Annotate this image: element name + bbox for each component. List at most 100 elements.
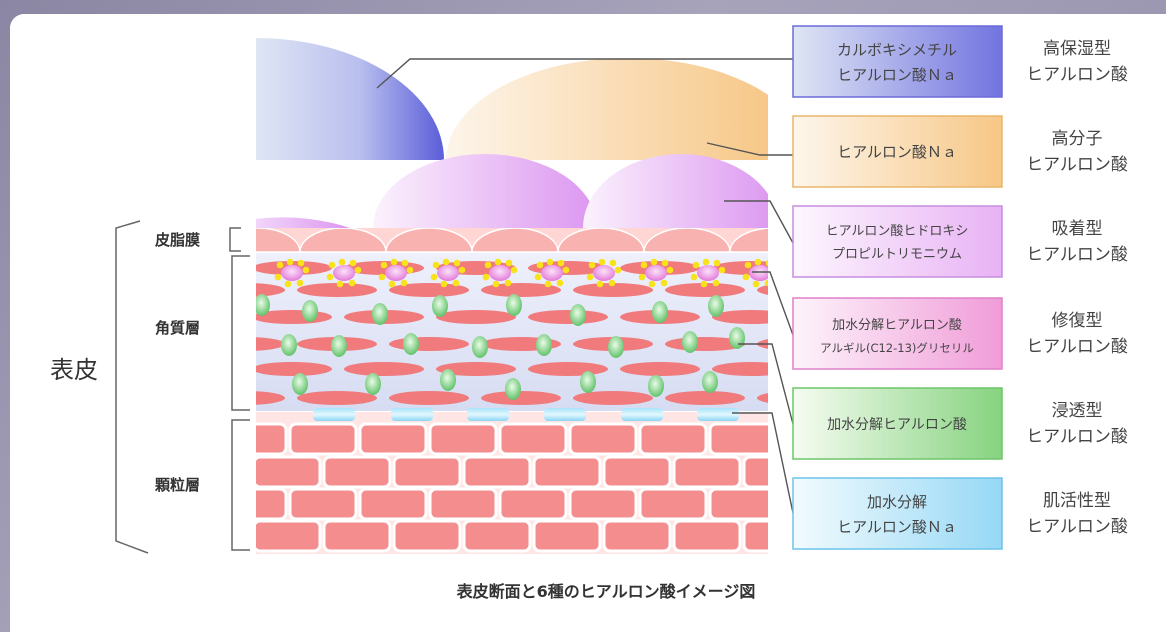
penetrating-ha-particle: [536, 334, 552, 356]
granular-cell: [708, 422, 768, 456]
lipid-bead: [432, 261, 440, 269]
lipid-bead: [458, 266, 466, 274]
ingredient-name-line: ヒアルロン酸Ｎａ: [837, 66, 957, 84]
penetrating-ha-particle: [440, 369, 456, 391]
lipid-bead: [494, 258, 502, 266]
sebum-bump: [557, 228, 645, 253]
lipid-bead: [378, 273, 386, 281]
stratum-bracket: [231, 255, 250, 411]
granular-layer-label: 顆粒層: [155, 476, 200, 494]
corneocyte: [256, 362, 332, 376]
diagram-caption: 表皮断面と6種のヒアルロン酸イメージ図: [456, 582, 756, 601]
penetrating-ha-particle: [506, 294, 522, 316]
corneocyte: [620, 362, 700, 376]
corneocyte: [436, 362, 516, 376]
penetrating-ha-particle: [729, 327, 745, 349]
ingredient-name-line: ヒアルロン酸Ｎａ: [837, 518, 957, 536]
granular-cell: [322, 455, 392, 489]
granular-cell: [602, 519, 672, 553]
corneocyte: [665, 283, 745, 297]
lipid-bead: [638, 273, 646, 281]
granular-cell: [428, 487, 498, 521]
granular-cell: [322, 519, 392, 553]
lipid-bead: [648, 280, 656, 288]
granular-cell: [742, 455, 768, 489]
repair-ha-particle: [489, 265, 511, 281]
type-label-line: 修復型: [1052, 311, 1103, 331]
lipid-bead: [586, 273, 594, 281]
lipid-bead: [380, 261, 388, 269]
lipid-bead: [608, 279, 616, 287]
lipid-bead: [742, 273, 750, 281]
granular-cell: [288, 422, 358, 456]
connector-line: [732, 412, 794, 514]
connector-line: [738, 343, 794, 425]
granular-cell: [256, 422, 288, 456]
lipid-bead: [640, 261, 648, 269]
penetrating-ha-particle: [702, 371, 718, 393]
lipid-bead: [400, 279, 408, 287]
repair-ha-particle: [593, 265, 615, 281]
ingredient-box: 加水分解 ヒアルロン酸Ｎａ: [792, 477, 1003, 550]
sebum-bump: [256, 228, 301, 253]
corneocyte: [665, 391, 745, 405]
granular-cell: [358, 422, 428, 456]
granular-cell: [256, 519, 322, 553]
granular-cell: [532, 519, 602, 553]
lipid-bead: [690, 273, 698, 281]
corneocyte: [160, 261, 240, 275]
lipid-bead: [354, 266, 362, 274]
sebum-bump: [643, 228, 731, 253]
granular-cell: [392, 455, 462, 489]
corneocyte: [256, 283, 285, 297]
layer-brackets: [115, 220, 250, 554]
ingredient-name-line: ヒアルロン酸Ｎａ: [837, 143, 957, 161]
penetrating-ha-particle: [281, 334, 297, 356]
sebum-label: 皮脂膜: [155, 231, 200, 249]
penetrating-ha-particle: [432, 295, 448, 317]
penetrating-ha-particle: [652, 301, 668, 323]
activating-ha-particle: [467, 408, 509, 421]
lipid-bead: [544, 280, 552, 288]
granular-cell: [708, 487, 768, 521]
lipid-bead: [338, 258, 346, 266]
sebum-bump: [385, 228, 473, 253]
ingredient-box: ヒアルロン酸ヒドロキシ プロピルトリモニウム: [792, 205, 1003, 278]
penetrating-ha-particle: [682, 331, 698, 353]
ingredient-box: 加水分解ヒアルロン酸 アルギル(C12-13)グリセリル: [792, 297, 1003, 370]
skin-layers: [160, 228, 768, 554]
penetrating-ha-particle: [331, 335, 347, 357]
penetrating-ha-particle: [648, 375, 664, 397]
repair-ha-particle: [333, 265, 355, 281]
adsorption-hyaluronate-shape: [256, 217, 350, 228]
penetrating-ha-particle: [580, 371, 596, 393]
sebum-bump: [471, 228, 559, 253]
lipid-bead: [744, 261, 752, 269]
connector-line: [706, 142, 793, 156]
activating-ha-particle: [391, 408, 433, 421]
lipid-bead: [484, 261, 492, 269]
lipid-bead: [764, 279, 768, 287]
connector-lines: [376, 58, 794, 514]
corneocyte: [757, 393, 768, 403]
ingredient-box: カルボキシメチル ヒアルロン酸Ｎａ: [792, 25, 1003, 98]
lipid-bead: [765, 259, 768, 267]
ingredient-name-line: 加水分解ヒアルロン酸: [832, 318, 962, 333]
penetrating-ha-particle: [708, 295, 724, 317]
connector-line: [752, 271, 794, 336]
lipid-bead: [562, 266, 570, 274]
penetrating-ha-particle: [292, 373, 308, 395]
ingredient-name-line: 加水分解: [867, 493, 927, 511]
lipid-bead: [692, 261, 700, 269]
granular-cell: [358, 487, 428, 521]
corneocyte: [389, 283, 469, 297]
corneocyte: [436, 310, 516, 324]
lipid-bead: [286, 258, 294, 266]
sebum-bracket: [229, 227, 241, 252]
epidermis-bracket: [115, 220, 149, 554]
lipid-bead: [650, 258, 658, 266]
lipid-bead: [504, 279, 512, 287]
lipid-bead: [336, 280, 344, 288]
adsorption-hyaluronate-shape: [583, 154, 768, 228]
connector-line: [724, 200, 794, 244]
